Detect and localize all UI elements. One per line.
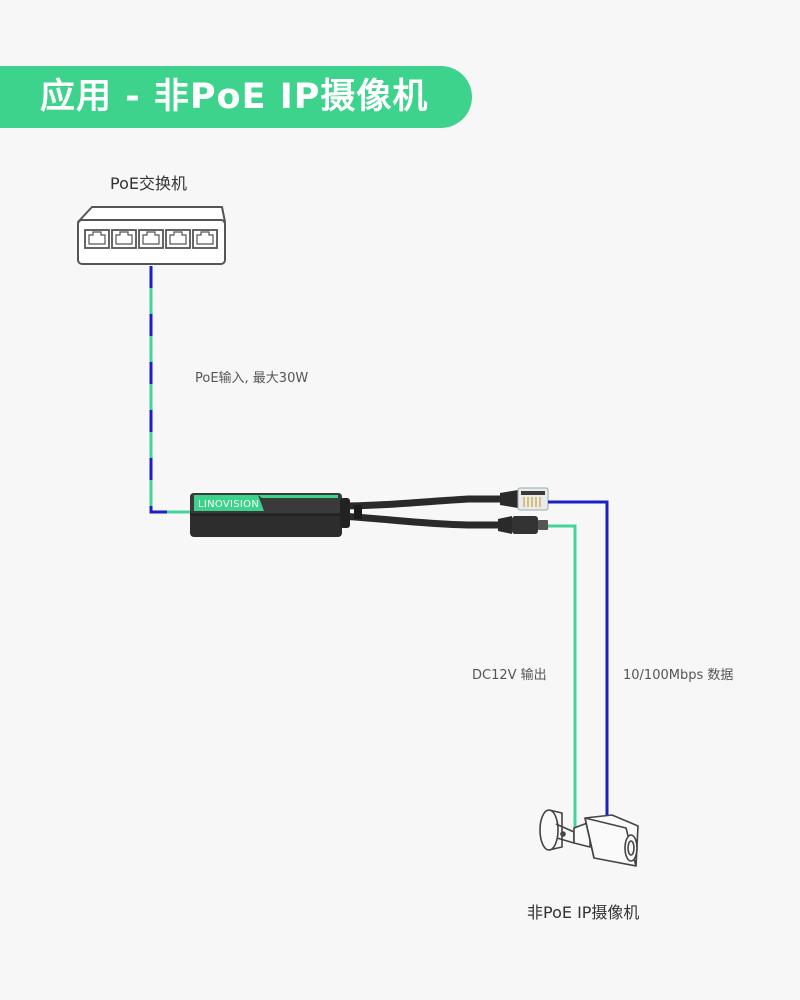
dc-power-line bbox=[548, 524, 577, 830]
poe-input-label: PoE输入, 最大30W bbox=[195, 371, 309, 386]
data-label: 10/100Mbps 数据 bbox=[623, 668, 734, 683]
title-banner: 应用 - 非PoE IP摄像机 bbox=[0, 66, 472, 128]
poe-switch-icon bbox=[77, 206, 226, 265]
injector-cables bbox=[334, 495, 506, 529]
rj45-connector-icon bbox=[500, 487, 549, 511]
poe-injector-icon: LINOVISION bbox=[190, 493, 350, 537]
dc-output-label: DC12V 输出 bbox=[472, 668, 547, 683]
page-title: 应用 - 非PoE IP摄像机 bbox=[40, 77, 429, 117]
data-line bbox=[548, 500, 609, 818]
injector-brand-text: LINOVISION bbox=[198, 499, 259, 510]
switch-label: PoE交换机 bbox=[110, 174, 187, 193]
poe-input-cable bbox=[149, 266, 196, 514]
dc-barrel-connector-icon bbox=[498, 516, 548, 534]
ip-camera-icon bbox=[539, 809, 639, 867]
camera-label: 非PoE IP摄像机 bbox=[527, 903, 640, 922]
